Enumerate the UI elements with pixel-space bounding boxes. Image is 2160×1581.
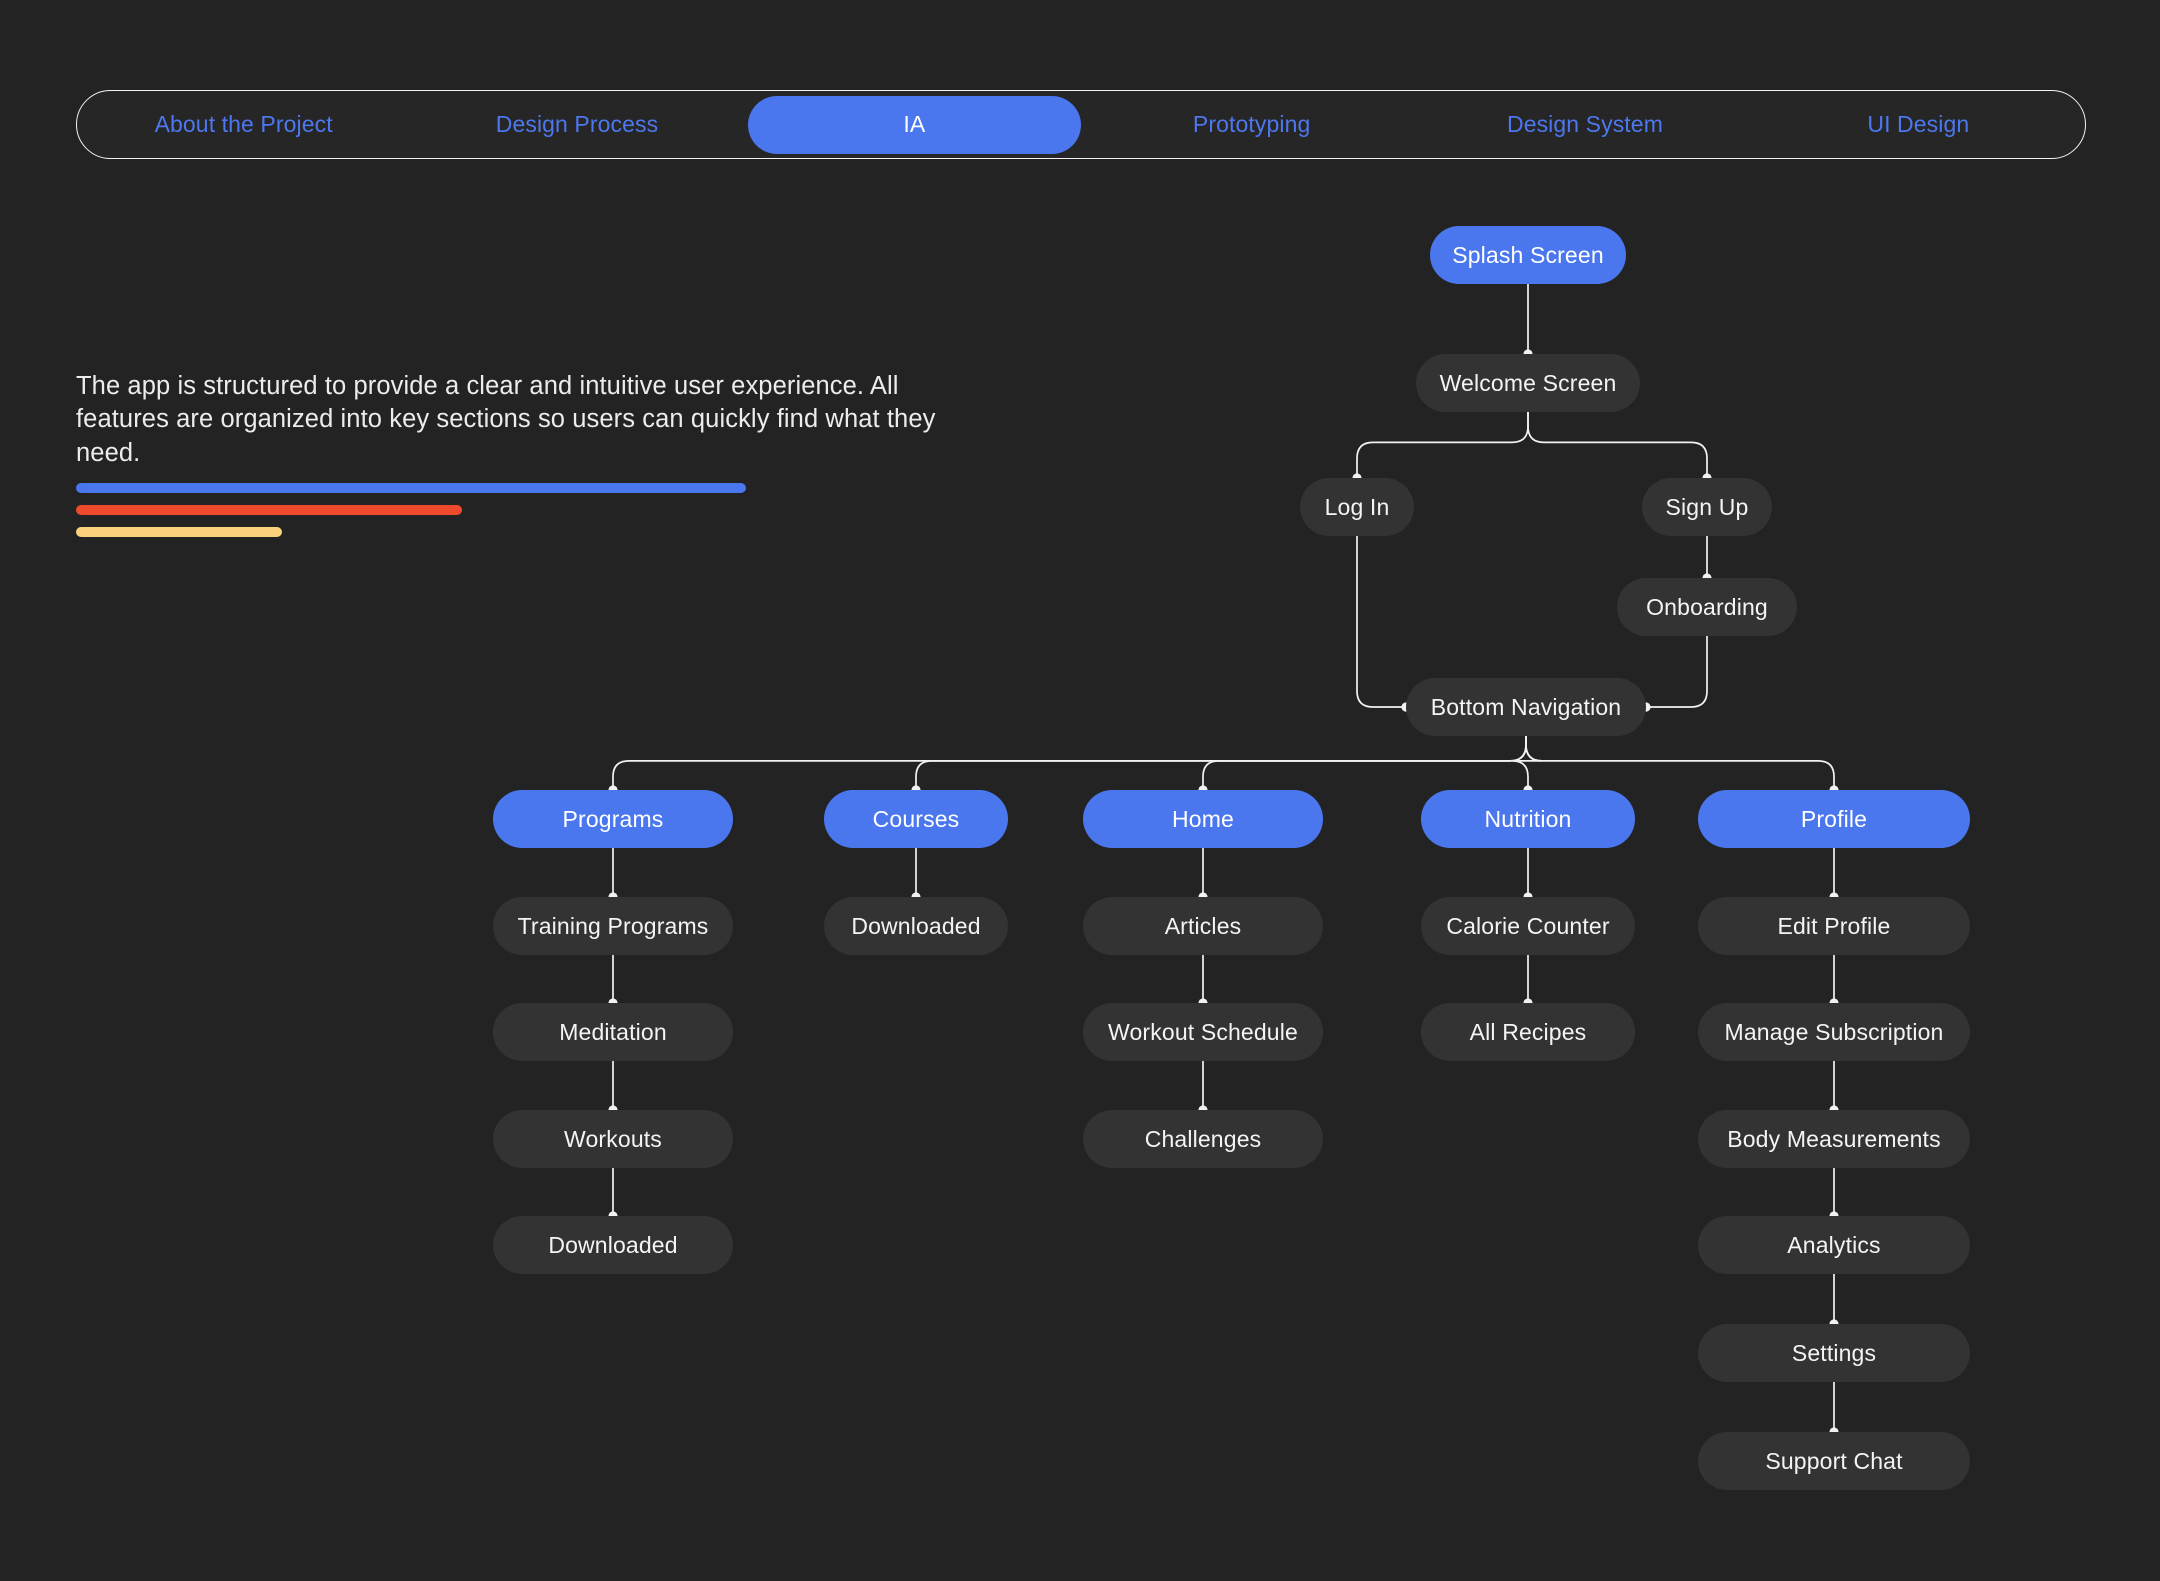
node-challenges[interactable]: Challenges (1083, 1110, 1323, 1168)
yellow-bar (76, 527, 282, 537)
node-recipes[interactable]: All Recipes (1421, 1003, 1635, 1061)
node-calorie[interactable]: Calorie Counter (1421, 897, 1635, 955)
node-courses[interactable]: Courses (824, 790, 1008, 848)
node-editprofile[interactable]: Edit Profile (1698, 897, 1970, 955)
node-workoutsch[interactable]: Workout Schedule (1083, 1003, 1323, 1061)
node-settings[interactable]: Settings (1698, 1324, 1970, 1382)
nav-item-prototyping[interactable]: Prototyping (1192, 111, 1311, 137)
node-splash[interactable]: Splash Screen (1430, 226, 1626, 284)
blue-bar (76, 483, 746, 493)
edge-login-to-bottomnav (1356, 535, 1407, 708)
accent-bars (76, 483, 746, 549)
node-articles[interactable]: Articles (1083, 897, 1323, 955)
edge-onboarding-to-bottomnav (1645, 635, 1708, 708)
edge-bottomnav-to-programs (612, 735, 1527, 791)
node-dl-courses[interactable]: Downloaded (824, 897, 1008, 955)
nav-item-design-process[interactable]: Design Process (495, 111, 659, 137)
node-dl-programs[interactable]: Downloaded (493, 1216, 733, 1274)
node-home[interactable]: Home (1083, 790, 1323, 848)
node-support[interactable]: Support Chat (1698, 1432, 1970, 1490)
node-welcome[interactable]: Welcome Screen (1416, 354, 1640, 412)
node-subscription[interactable]: Manage Subscription (1698, 1003, 1970, 1061)
node-bottomnav[interactable]: Bottom Navigation (1406, 678, 1646, 736)
node-analytics[interactable]: Analytics (1698, 1216, 1970, 1274)
edge-bottomnav-to-profile (1525, 735, 1835, 791)
edge-bottomnav-to-nutrition (1511, 735, 1543, 791)
node-programs[interactable]: Programs (493, 790, 733, 848)
node-profile[interactable]: Profile (1698, 790, 1970, 848)
node-signup[interactable]: Sign Up (1642, 478, 1772, 536)
nav-item-ia[interactable]: IA (747, 95, 1081, 154)
node-workouts[interactable]: Workouts (493, 1110, 733, 1168)
edge-bottomnav-to-home (1202, 735, 1527, 791)
edge-bottomnav-to-courses (915, 735, 1527, 791)
node-bodymeas[interactable]: Body Measurements (1698, 1110, 1970, 1168)
node-nutrition[interactable]: Nutrition (1421, 790, 1635, 848)
ia-description: The app is structured to provide a clear… (76, 372, 936, 467)
orange-bar (76, 505, 462, 515)
nav-item-about-the-project[interactable]: About the Project (154, 111, 333, 137)
edge-welcome-to-signup (1527, 411, 1708, 479)
node-login[interactable]: Log In (1300, 478, 1414, 536)
section-nav-bar: About the Project Design Process IA Prototy… (76, 90, 2086, 159)
nav-item-design-system[interactable]: Design System (1506, 111, 1663, 137)
node-meditation[interactable]: Meditation (493, 1003, 733, 1061)
node-trainprog[interactable]: Training Programs (493, 897, 733, 955)
edge-welcome-to-login (1356, 411, 1529, 479)
node-onboarding[interactable]: Onboarding (1617, 578, 1797, 636)
nav-item-ui-design[interactable]: UI Design (1867, 111, 1970, 137)
